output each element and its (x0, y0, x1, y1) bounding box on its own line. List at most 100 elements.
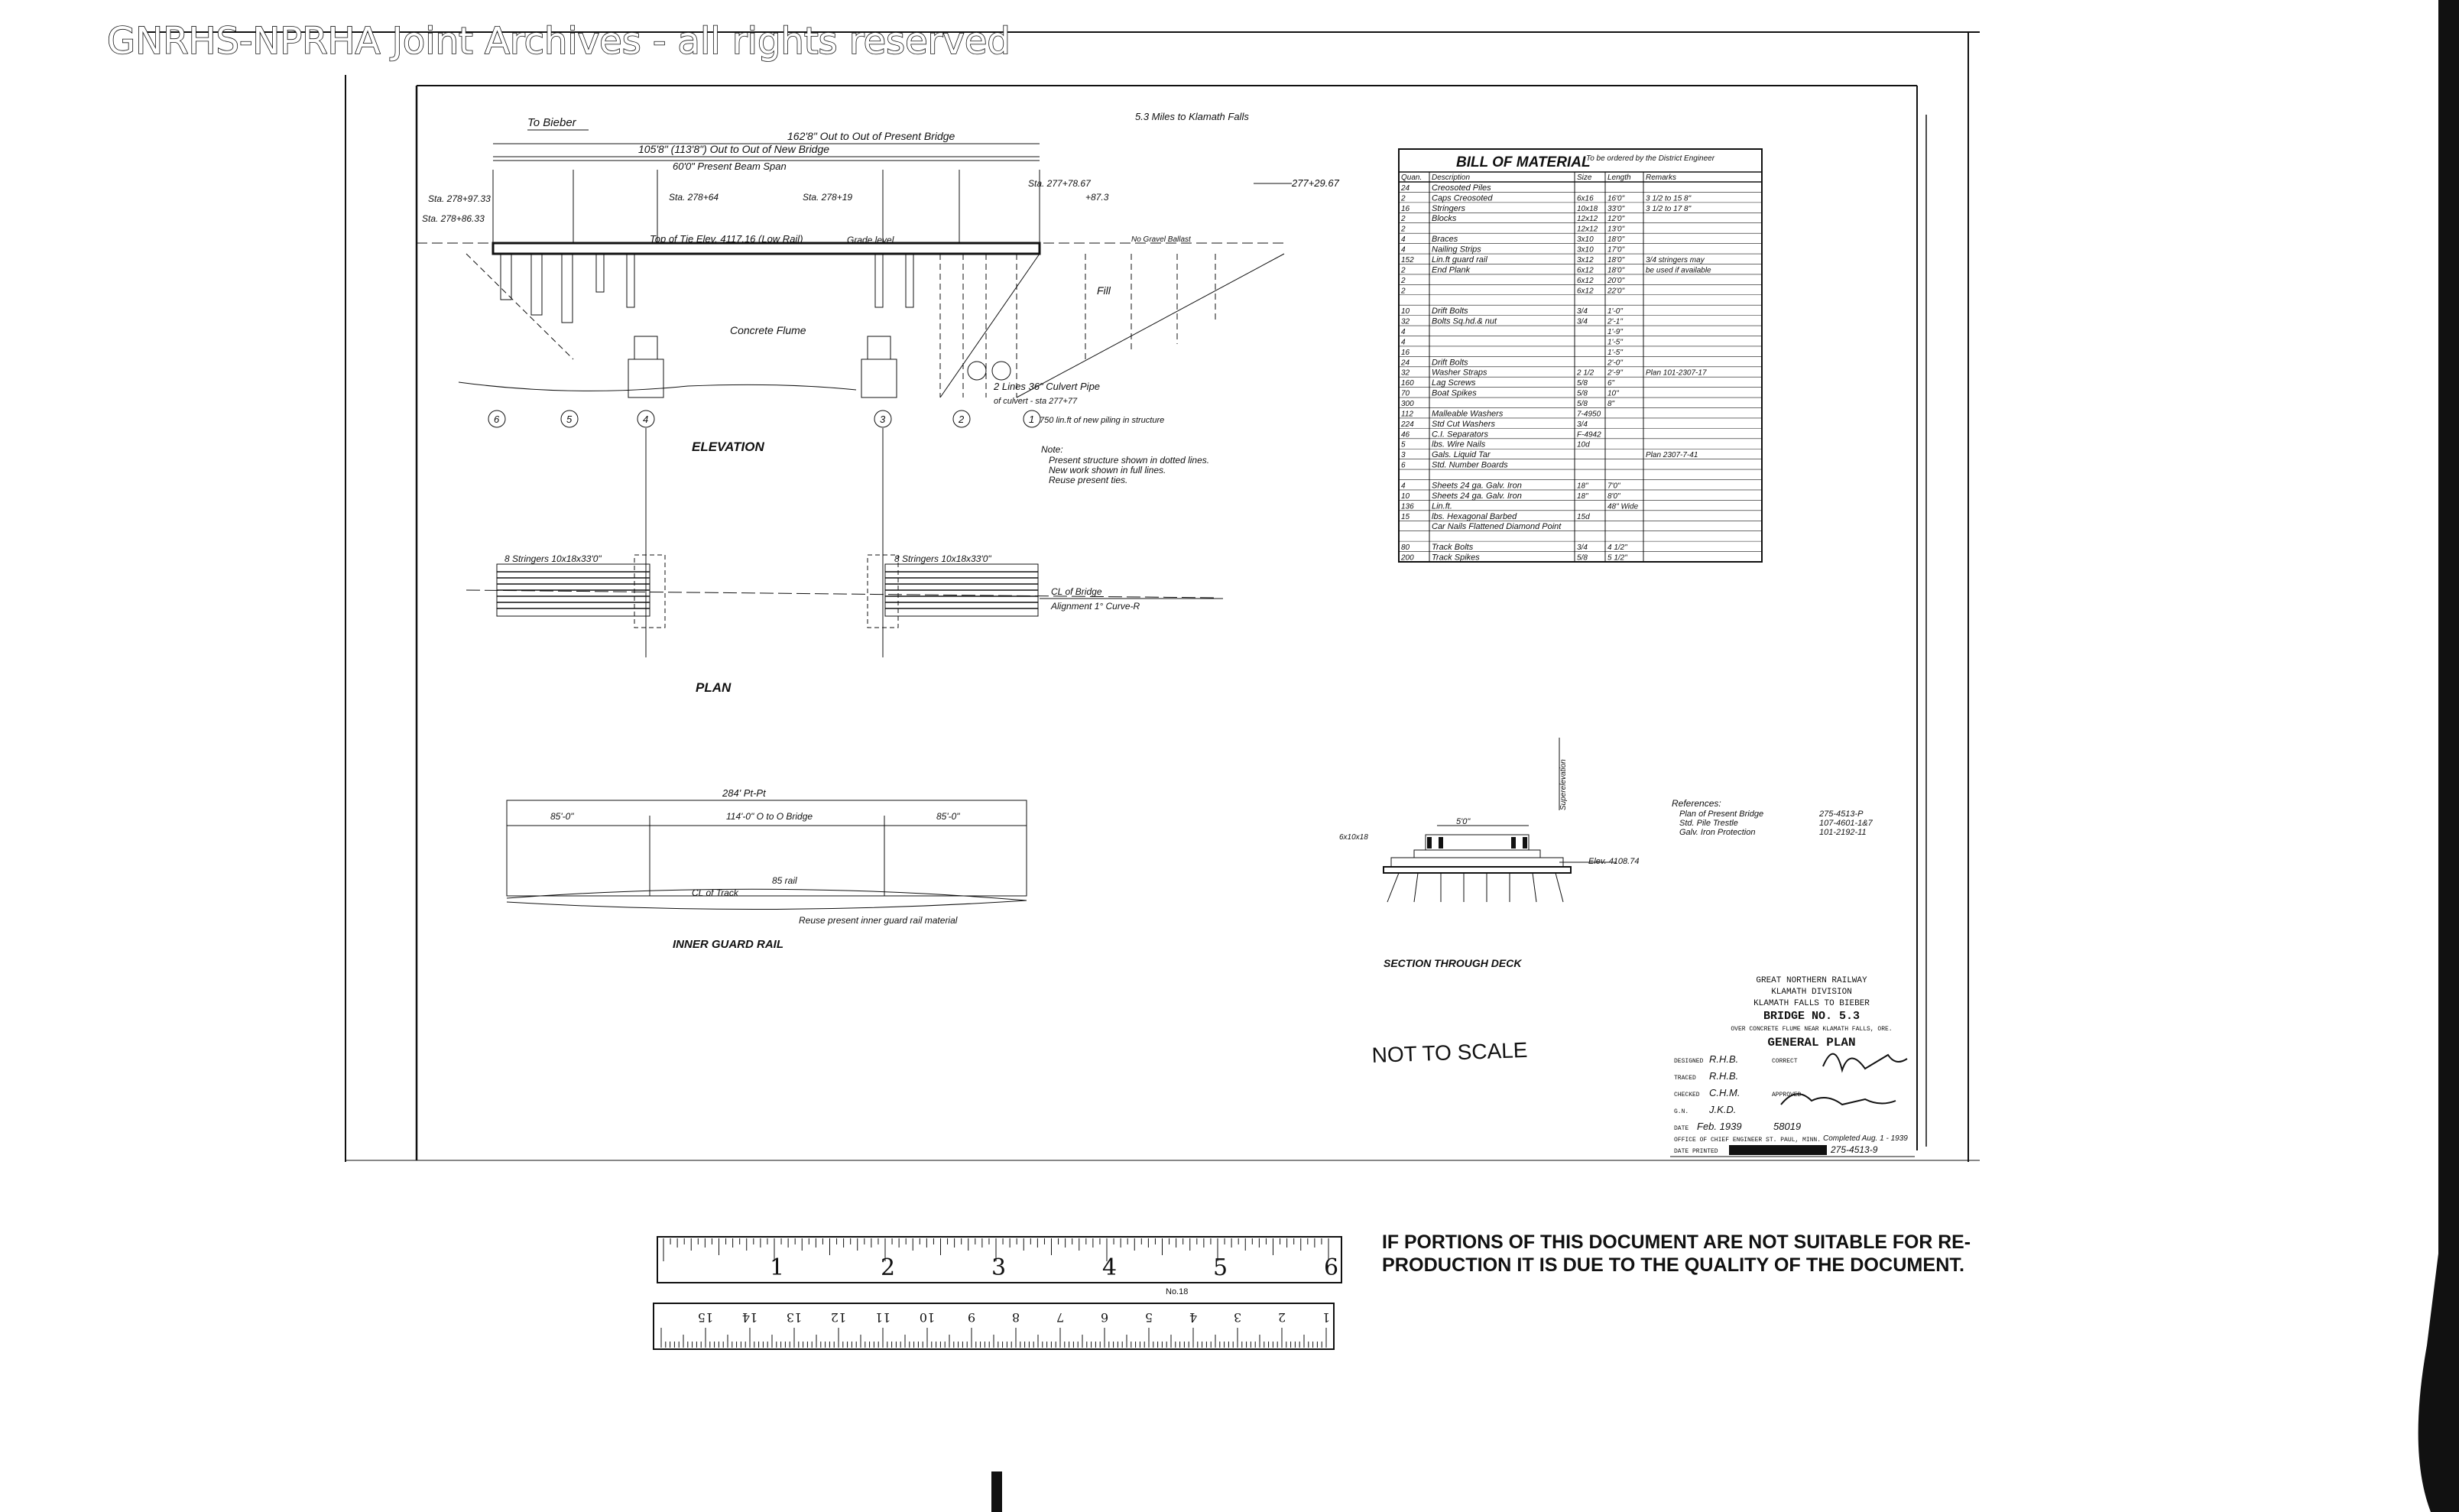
bom-cell: Sheets 24 ga. Galv. Iron (1432, 481, 1522, 490)
station-mid-1: Sta. 278+64 (669, 192, 719, 203)
ruler-number: 9 (968, 1310, 975, 1325)
ruler-number: 3 (1234, 1310, 1241, 1325)
bent-number-group (488, 410, 1041, 428)
station-far-right: 277+29.67 (1291, 177, 1340, 189)
bom-cell: Nailing Strips (1432, 245, 1481, 255)
ruler-number: 5 (1145, 1310, 1153, 1325)
ruler-number: 3 (991, 1254, 1006, 1281)
bom-cell: 6x12 (1577, 266, 1594, 274)
bom-cell: 5/8 (1577, 400, 1588, 408)
approver-signature (1780, 1093, 1896, 1106)
bom-cell: 4 (1401, 482, 1406, 490)
bom-cell: 8" (1607, 400, 1615, 408)
office-label: OFFICE OF CHIEF ENGINEER ST. PAUL, MINN. (1674, 1137, 1821, 1144)
bom-cell: 6" (1607, 379, 1615, 388)
ruler-number: 7 (1056, 1310, 1064, 1325)
ruler-number: 4 (1102, 1254, 1117, 1281)
bom-cell: 18'0" (1607, 235, 1625, 244)
bom-cell: 112 (1401, 410, 1413, 418)
note-line: Present structure shown in dotted lines. (1049, 455, 1209, 466)
bom-cell: 1'-5" (1607, 349, 1623, 357)
culvert-label: 2 Lines 36" Culvert Pipe (993, 381, 1100, 392)
bom-cell: 33'0" (1607, 205, 1625, 213)
bom-cell: Track Bolts (1432, 543, 1474, 552)
bom-cell: Lin.ft guard rail (1432, 255, 1487, 264)
bom-cell: F-4942 (1577, 430, 1601, 439)
bom-cell: be used if available (1646, 266, 1711, 274)
bom-cell: 2 (1400, 266, 1406, 274)
bent-number: 6 (494, 414, 500, 425)
bom-cell: C.I. Separators (1432, 430, 1488, 439)
plan-stringers-left: 8 Stringers 10x18x33'0" (504, 553, 602, 564)
bom-cell: lbs. Hexagonal Barbed (1432, 512, 1517, 521)
elevation-title: ELEVATION (692, 440, 764, 454)
bom-cell: Plan 2307-7-41 (1646, 451, 1698, 459)
bom-cell: 13'0" (1607, 226, 1625, 234)
bom-cell: 22'0" (1607, 287, 1625, 295)
bom-cell: 3/4 (1577, 543, 1588, 552)
bom-cell: 3/4 (1577, 307, 1588, 316)
bom-cell: Braces (1432, 235, 1458, 244)
references-title: References: (1672, 798, 1721, 809)
date-value: Feb. 1939 (1697, 1121, 1742, 1132)
deck-section-view (1383, 738, 1617, 903)
bom-header-cell: Size (1577, 174, 1592, 182)
ruler-number: 1 (770, 1254, 784, 1281)
bom-cell: 32 (1401, 369, 1410, 378)
bom-cell: 3x10 (1577, 235, 1594, 244)
ruler-number: 2 (881, 1254, 895, 1281)
reference-number: 107-4601-1&7 (1819, 819, 1873, 828)
bom-cell: 3/4 (1577, 318, 1588, 326)
guard-rail-view (506, 800, 1027, 910)
bom-cell: 2 (1400, 226, 1406, 234)
station-left-2: Sta. 278+86.33 (422, 213, 485, 224)
bom-cell: 32 (1401, 318, 1410, 326)
bom-cell: 160 (1401, 379, 1414, 388)
afe-value: 58019 (1773, 1121, 1801, 1132)
bom-cell: 48" Wide (1607, 502, 1639, 511)
ruler-number: 4 (1189, 1310, 1197, 1325)
bom-cell: 5/8 (1577, 379, 1588, 388)
correct-label: CORRECT (1772, 1058, 1798, 1065)
completed-note: Completed Aug. 1 - 1939 (1823, 1134, 1908, 1143)
bom-cell: lbs. Wire Nails (1432, 440, 1486, 449)
bom-cell: Boat Spikes (1432, 389, 1477, 398)
guard-rail-overall: 284' Pt-Pt (722, 787, 767, 799)
bom-cell: 18" (1577, 492, 1588, 501)
elevation-view: To Bieber 5.3 Miles to Klamath Falls 162… (417, 111, 1340, 657)
bom-cell: 6x12 (1577, 277, 1594, 285)
culvert-station: of culvert - sta 277+77 (994, 397, 1078, 406)
note-line: Reuse present ties. (1049, 475, 1127, 485)
bom-cell: 10d (1577, 441, 1590, 449)
bent-number: 3 (880, 414, 886, 425)
plan-alignment-label: Alignment 1° Curve-R (1050, 601, 1140, 612)
station-right-2: +87.3 (1085, 192, 1109, 203)
checked-value: C.H.M. (1709, 1087, 1740, 1098)
reference-name: Galv. Iron Protection (1679, 828, 1755, 837)
bom-cell: 10" (1607, 390, 1619, 398)
out-to-out-new: 105'8" (113'8") Out to Out of New Bridge (638, 143, 829, 155)
guard-rail-track-label: CL of Track (692, 887, 739, 898)
note-title: Note: (1041, 444, 1063, 455)
bom-cell: 12x12 (1577, 226, 1598, 234)
ruler-number: 2 (1278, 1310, 1286, 1325)
bom-cell: 12x12 (1577, 215, 1598, 223)
bom-cell: 3x10 (1577, 246, 1594, 255)
bom-header-cell: Description (1432, 174, 1470, 182)
ruler-number: 1 (1322, 1310, 1330, 1325)
bom-cell: 10x18 (1577, 205, 1598, 213)
ruler-number: 6 (1101, 1310, 1108, 1325)
section-elev-label: Elev. 4108.74 (1588, 857, 1639, 866)
bom-cell: 4 1/2" (1607, 543, 1627, 552)
bom-cell: 2 1/2 (1576, 369, 1594, 378)
bom-cell: 300 (1401, 400, 1414, 408)
bom-cell: 2 (1400, 287, 1406, 295)
concrete-flume-label: Concrete Flume (730, 324, 806, 336)
traced-value: R.H.B. (1709, 1070, 1738, 1082)
bom-cell: 8'0" (1607, 492, 1620, 501)
bom-cell: 3 1/2 to 17 8" (1646, 205, 1692, 213)
scan-mark (991, 1471, 1002, 1512)
